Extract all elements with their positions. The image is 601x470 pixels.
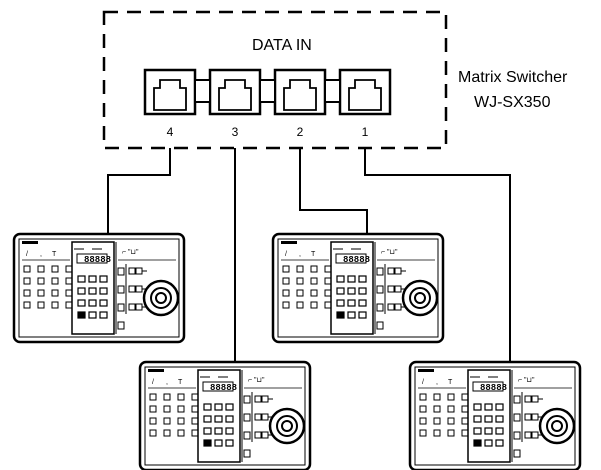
cable-port-2 xyxy=(299,148,368,234)
data-in-ports xyxy=(143,68,392,116)
port-label-3: 3 xyxy=(232,125,239,139)
switcher-outline xyxy=(102,10,448,150)
controller-keyboard-3: 88888 xyxy=(140,362,310,470)
switcher-name: Matrix Switcher xyxy=(458,69,568,86)
controller-keyboard-4: 88888 xyxy=(410,362,580,470)
cable-port-4 xyxy=(107,148,171,234)
data-in-port-3 xyxy=(208,68,262,116)
data-in-port-4 xyxy=(143,68,197,116)
data-in-port-2 xyxy=(273,68,327,116)
keyboard-display: 88888 xyxy=(480,383,507,393)
keyboard-display: 88888 xyxy=(343,255,370,265)
port-label-2: 2 xyxy=(297,125,304,139)
switcher-model: WJ-SX350 xyxy=(474,94,551,111)
data-in-port-1 xyxy=(338,68,392,116)
controller-keyboard-1: 88888 xyxy=(14,234,184,342)
keyboard-display: 88888 xyxy=(84,255,111,265)
port-label-1: 1 xyxy=(362,125,369,139)
cables xyxy=(107,148,511,364)
cable-port-1 xyxy=(364,148,511,364)
data-in-label: DATA IN xyxy=(252,37,312,54)
controller-keyboard-2: 88888 xyxy=(273,234,443,342)
keyboard-display: 88888 xyxy=(210,383,237,393)
port-label-4: 4 xyxy=(167,125,174,139)
